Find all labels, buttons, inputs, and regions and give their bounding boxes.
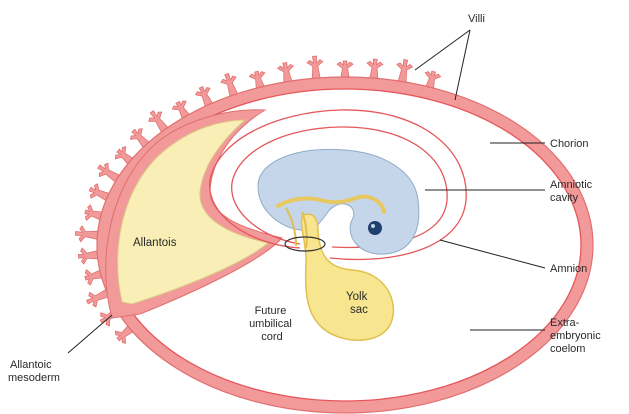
allantoic-mesoderm-leader bbox=[68, 315, 112, 353]
allantoic-mesoderm-label: Allantoic mesoderm bbox=[8, 359, 60, 384]
villus bbox=[425, 71, 441, 88]
villus bbox=[89, 184, 109, 201]
yolk-sac-label: Yolk sac bbox=[346, 291, 371, 316]
villus bbox=[397, 60, 413, 83]
allantois-label: Allantois bbox=[133, 237, 177, 249]
villus bbox=[249, 71, 265, 88]
embryo-eye-highlight bbox=[371, 224, 375, 228]
villi-leader-1 bbox=[415, 30, 470, 70]
villus bbox=[307, 56, 323, 79]
yolk-sac-line-1: Yolk bbox=[346, 291, 368, 303]
yolk-sac-line-2: sac bbox=[350, 304, 368, 316]
villus bbox=[98, 163, 120, 182]
coelom-line-2: embryonic bbox=[550, 330, 601, 342]
villus bbox=[367, 59, 383, 79]
villus bbox=[196, 87, 213, 107]
villus bbox=[278, 63, 294, 83]
amniotic-cavity-line-1: Amniotic bbox=[550, 179, 593, 191]
embryo-eye bbox=[368, 221, 382, 235]
umbilical-line-3: cord bbox=[261, 331, 282, 343]
chorion-label: Chorion bbox=[550, 138, 589, 150]
villus bbox=[85, 270, 102, 285]
villi-label: Villi bbox=[468, 13, 485, 25]
allantoic-mesoderm-line-1: Allantoic bbox=[10, 359, 52, 371]
amniotic-cavity-label: Amniotic cavity bbox=[550, 179, 595, 204]
extra-embryonic-coelom-label: Extra- embryonic coelom bbox=[550, 317, 604, 355]
coelom-line-1: Extra- bbox=[550, 317, 580, 329]
villus bbox=[75, 226, 98, 242]
allantoic-mesoderm-line-2: mesoderm bbox=[8, 372, 60, 384]
villus bbox=[85, 205, 102, 220]
villus bbox=[221, 73, 238, 96]
umbilical-line-1: Future bbox=[255, 305, 287, 317]
villus bbox=[78, 248, 98, 264]
umbilical-line-2: umbilical bbox=[249, 318, 292, 330]
amniotic-cavity-line-2: cavity bbox=[550, 192, 579, 204]
amnion-label: Amnion bbox=[550, 263, 587, 275]
coelom-line-3: coelom bbox=[550, 343, 585, 355]
villus bbox=[87, 290, 110, 308]
villus bbox=[337, 61, 353, 77]
villi-leader-2 bbox=[455, 30, 470, 100]
